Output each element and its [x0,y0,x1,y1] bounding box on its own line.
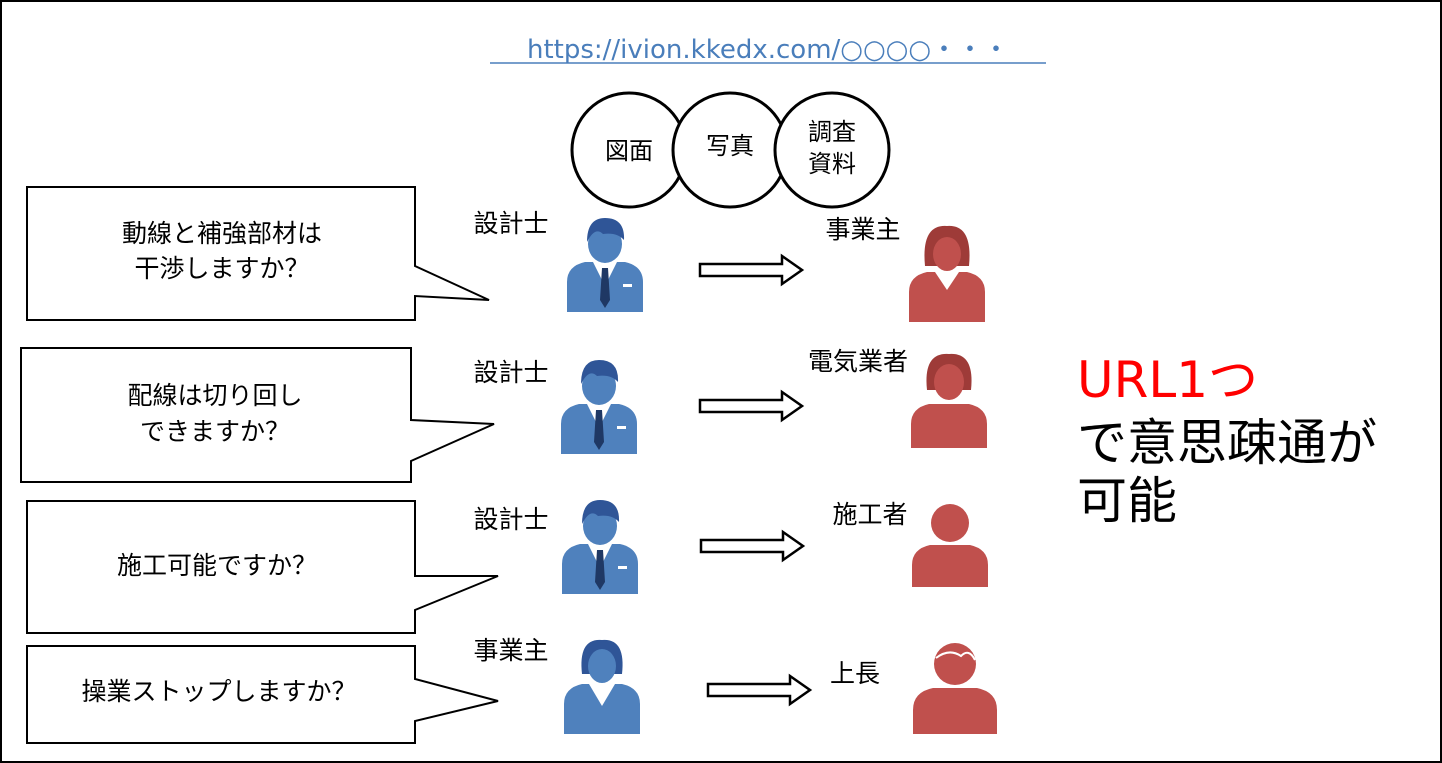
receiver-label: 施工者 [832,500,907,529]
receiver-label: 電気業者 [808,347,908,376]
bubble-text-line1: 配線は切り回し [127,381,302,410]
row-2: 配線は切り回し できますか？ 設計士 電気業者 [20,347,987,483]
circle-label-drawings: 図面 [605,137,653,165]
sender-label: 設計士 [473,505,548,534]
bubble-text-line2: できますか？ [140,417,290,446]
sender-label: 設計士 [473,209,548,238]
message-line2: で意思疎通が [1077,414,1377,472]
bubble-text-line1: 動線と補強部材は [122,219,322,248]
bubble-text: 操業ストップしますか？ [81,677,356,706]
url-link[interactable]: https://ivion.kkedx.com/○○○○・・・ [527,35,1009,65]
message-highlight: URL1つ [1077,351,1258,409]
key-message: URL1つ で意思疎通が 可能 [1077,351,1377,530]
bubble-text-line2: 干渉しますか？ [134,254,309,283]
receiver-label: 上長 [830,659,880,688]
sender-label: 設計士 [473,358,548,387]
speech-bubble [20,347,495,483]
content-circles: 図面 写真 調査 資料 [570,91,891,209]
circle-label-survey-2: 資料 [808,150,856,178]
circle-label-photos: 写真 [706,132,754,160]
sender-label: 事業主 [473,636,548,665]
speech-bubble [26,500,499,634]
circle-survey [773,91,891,209]
speech-bubble [26,645,499,744]
row-4: 操業ストップしますか？ 事業主 上長 [26,636,998,744]
message-line3: 可能 [1077,472,1177,530]
bubble-text: 施工可能ですか？ [117,551,317,580]
circle-label-survey-1: 調査 [808,118,856,146]
row-1: 動線と補強部材は 干渉しますか？ 設計士 事業主 [26,186,985,322]
row-3: 施工可能ですか？ 設計士 施工者 [26,500,988,634]
receiver-label: 事業主 [825,215,900,244]
speech-bubble [26,186,490,321]
